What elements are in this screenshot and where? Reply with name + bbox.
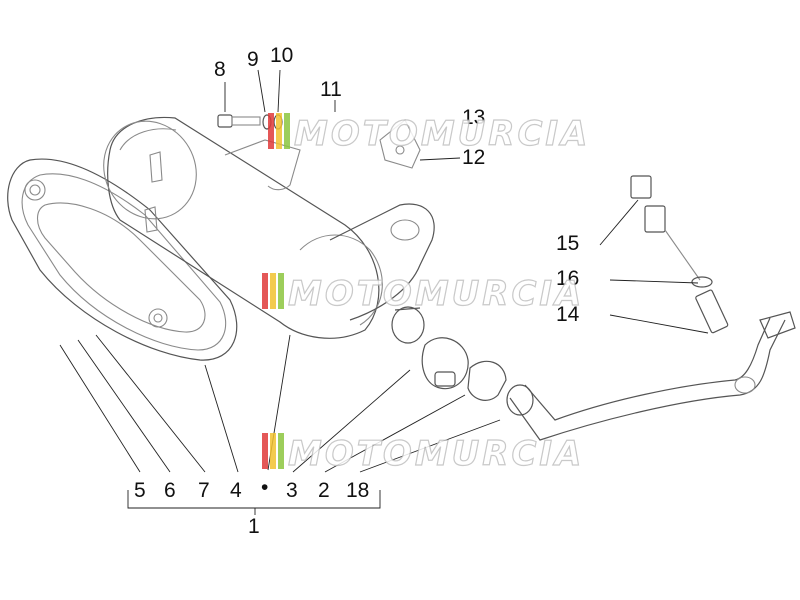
watermark-top: MOTOMURCIA	[268, 113, 590, 155]
bracket	[379, 119, 421, 169]
watermark-stripe-red	[262, 433, 268, 469]
watermark-stripe-red	[262, 273, 268, 309]
watermark-stripe-green	[284, 113, 290, 149]
watermark-stripe-yellow	[270, 273, 276, 309]
watermark-bottom: MOTOMURCIA	[262, 433, 584, 475]
exhaust-pipe	[506, 311, 796, 441]
callout-dot: •	[261, 476, 268, 499]
callout-7: 7	[198, 479, 210, 502]
callout-6: 6	[164, 479, 176, 502]
watermark-stripe-red	[268, 113, 274, 149]
callout-1: 1	[248, 515, 260, 538]
muffler-body	[103, 116, 435, 339]
callout-13: 13	[462, 106, 485, 129]
watermark-middle: MOTOMURCIA	[262, 273, 584, 315]
callout-12: 12	[462, 146, 485, 169]
clamp-sleeve	[391, 306, 507, 401]
watermark-stripe-yellow	[276, 113, 282, 149]
callout-18: 18	[346, 479, 369, 502]
watermark-stripe-green	[278, 273, 284, 309]
callout-5: 5	[134, 479, 146, 502]
watermark-text: MOTOMURCIA	[288, 274, 584, 314]
callout-15: 15	[556, 232, 579, 255]
callout-11: 11	[320, 78, 342, 101]
watermark-stripe-yellow	[270, 433, 276, 469]
callout-9: 9	[247, 48, 259, 71]
callout-3: 3	[286, 479, 298, 502]
watermark-text: MOTOMURCIA	[294, 114, 590, 154]
callout-2: 2	[318, 479, 330, 502]
callout-14: 14	[556, 303, 580, 326]
callout-8: 8	[214, 58, 226, 81]
callout-4: 4	[230, 479, 242, 502]
lambda-sensor	[630, 175, 729, 334]
watermark-text: MOTOMURCIA	[288, 434, 584, 474]
parts-drawing	[7, 114, 796, 441]
heat-shield	[7, 158, 238, 361]
callout-16: 16	[556, 267, 579, 290]
callout-10: 10	[270, 44, 293, 67]
watermark-stripe-green	[278, 433, 284, 469]
leader-lines	[59, 69, 709, 515]
callout-labels: 8 9 10 11 13 12 15 16 14 5 6 7 4 • 3 2 1…	[134, 44, 580, 538]
